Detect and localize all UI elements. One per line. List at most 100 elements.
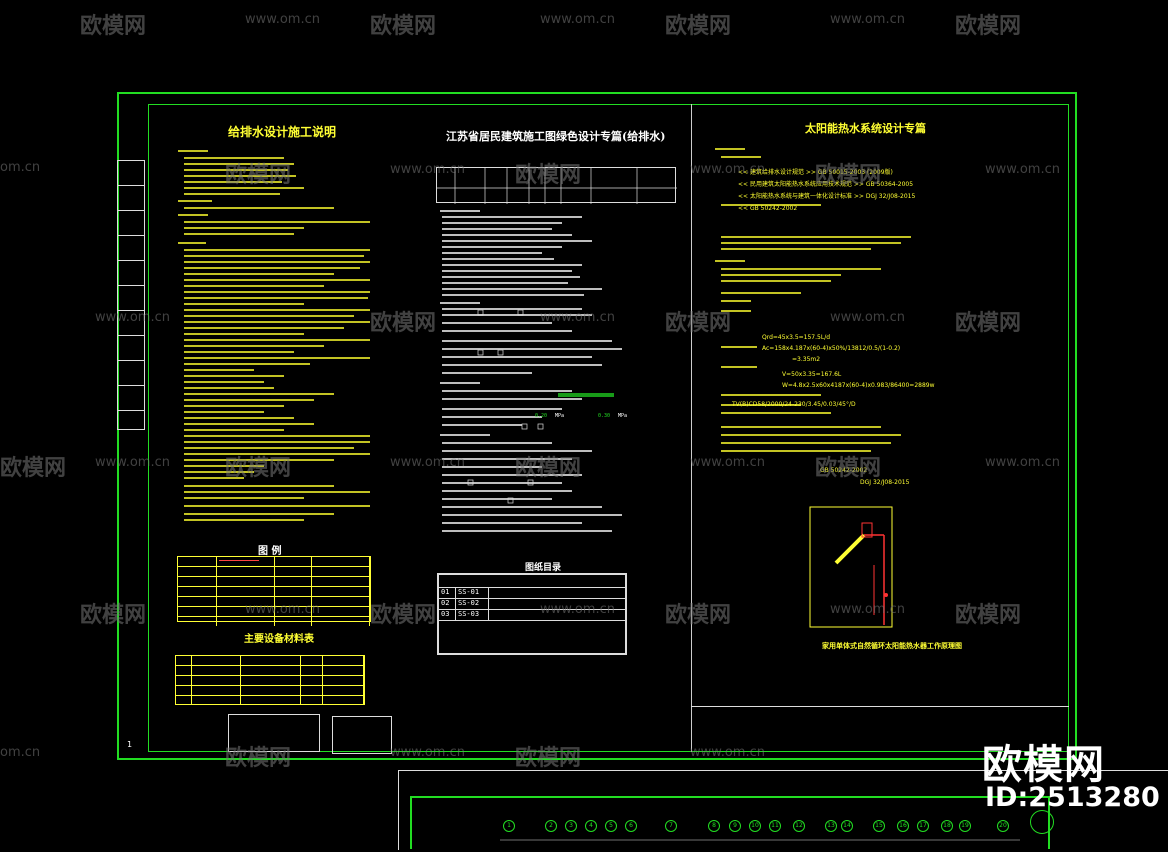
middle-sheet-body-text bbox=[438, 210, 678, 565]
schematic-caption: 家用单体式自然循环太阳能热水器工作原理图 bbox=[822, 642, 962, 650]
watermark-logo: 欧模网 bbox=[515, 456, 582, 481]
index-row: 02 SS-02 bbox=[439, 599, 625, 610]
watermark-url: www.om.cn bbox=[390, 162, 465, 177]
legend-title: 图 例 bbox=[258, 546, 282, 557]
formula-qrd: Qrd=45x3.5=157.5L/d bbox=[762, 334, 831, 341]
left-body-text-lines bbox=[178, 150, 370, 521]
watermark-logo: 欧模网 bbox=[225, 456, 292, 481]
brand-logo: 欧模网 bbox=[982, 742, 1105, 788]
left-page-number: 1 bbox=[127, 740, 133, 749]
axis-label: 9 bbox=[729, 820, 741, 832]
watermark-url: www.om.cn bbox=[690, 455, 765, 470]
left-sheet-title: 给排水设计施工说明 bbox=[228, 125, 337, 139]
north-arrow-icon bbox=[1030, 810, 1054, 834]
watermark-logo: 欧模网 bbox=[955, 603, 1022, 628]
index-row: 03 SS-03 bbox=[439, 610, 625, 621]
solar-heater-schematic bbox=[809, 506, 893, 628]
index-row-no: 01 bbox=[439, 588, 456, 598]
axis-label: 12 bbox=[793, 820, 805, 832]
axis-grid-lines bbox=[500, 839, 1020, 841]
axis-label: 19 bbox=[959, 820, 971, 832]
drawing-index-table: 01 SS-01 02 SS-02 03 SS-03 bbox=[437, 573, 627, 655]
index-row-no: 03 bbox=[439, 610, 456, 620]
watermark-url: www.om.cn bbox=[95, 310, 170, 325]
watermark-url: www.om.cn bbox=[985, 455, 1060, 470]
right-sheet-body-text bbox=[713, 148, 963, 488]
standard-bottom-1: GB 50242-2002 bbox=[820, 467, 868, 474]
axis-label: 11 bbox=[769, 820, 781, 832]
axis-label: 18 bbox=[941, 820, 953, 832]
drawing-index-title: 图纸目录 bbox=[525, 563, 562, 573]
equipment-table bbox=[175, 655, 365, 705]
watermark-logo-partial: 欧模网 bbox=[0, 456, 67, 481]
watermark-url: www.om.cn bbox=[245, 602, 320, 617]
watermark-url: www.om.cn bbox=[690, 162, 765, 177]
watermark-url: www.om.cn bbox=[830, 602, 905, 617]
axis-label: 20 bbox=[997, 820, 1009, 832]
watermark-url: www.om.cn bbox=[540, 310, 615, 325]
axis-label: 14 bbox=[841, 820, 853, 832]
watermark-logo: 欧模网 bbox=[515, 746, 582, 771]
watermark-url: www.om.cn bbox=[540, 12, 615, 27]
right-sheet-title: 太阳能热水系统设计专篇 bbox=[805, 122, 926, 135]
axis-label: 1 bbox=[503, 820, 515, 832]
summary-table-grid bbox=[437, 168, 677, 204]
axis-label: 4 bbox=[585, 820, 597, 832]
axis-label: 15 bbox=[873, 820, 885, 832]
green-design-summary-table bbox=[436, 167, 677, 204]
standards-list: << 建筑给排水设计规范 >> GB 50015-2003 (2009版) <<… bbox=[738, 167, 915, 215]
formula-power: W=4.8x2.5x60x4187x(60-4)x0.983/86400=288… bbox=[782, 382, 935, 389]
formula-ac: Ac=158x4.187x(60-4)x50%/13812/0.5/(1-0.2… bbox=[762, 345, 901, 352]
watermark-url: www.om.cn bbox=[95, 455, 170, 470]
watermark-logo: 欧模网 bbox=[370, 311, 437, 336]
axis-row bbox=[500, 818, 1020, 852]
middle-body-text-lines bbox=[440, 210, 622, 532]
watermark-url: www.om.cn bbox=[830, 12, 905, 27]
watermark-logo: 欧模网 bbox=[225, 163, 292, 188]
calculation-formulas: Qrd=45x3.5=157.5L/d Ac=158x4.187x(60-4)x… bbox=[732, 332, 935, 410]
watermark-url-partial: om.cn bbox=[0, 160, 41, 175]
left-stamp-box-1 bbox=[228, 714, 320, 752]
sheet-divider bbox=[691, 104, 692, 752]
standard-bottom-2: DGJ 32/J08-2015 bbox=[860, 479, 910, 486]
index-row-code: SS-03 bbox=[456, 610, 489, 620]
drawing-frame-inner bbox=[148, 104, 1069, 752]
pressure-unit-2: MPa bbox=[618, 413, 628, 419]
watermark-logo: 欧模网 bbox=[665, 603, 732, 628]
left-binding-strip bbox=[117, 160, 145, 430]
watermark-url: www.om.cn bbox=[540, 602, 615, 617]
axis-label: 7 bbox=[665, 820, 677, 832]
watermark-logo: 欧模网 bbox=[370, 603, 437, 628]
watermark-url: www.om.cn bbox=[830, 310, 905, 325]
watermark-logo: 欧模网 bbox=[955, 14, 1022, 39]
pressure-unit-1: MPa bbox=[555, 413, 565, 419]
equipment-table-title: 主要设备材料表 bbox=[244, 634, 314, 645]
left-stamp-box-2 bbox=[332, 716, 392, 754]
formula-volume: V=50x3.35=167.6L bbox=[782, 371, 842, 378]
watermark-url: www.om.cn bbox=[390, 745, 465, 760]
watermark-logo: 欧模网 bbox=[515, 163, 582, 188]
watermark-logo: 欧模网 bbox=[370, 14, 437, 39]
title-block-top-line bbox=[691, 706, 1069, 707]
axis-label: 2 bbox=[545, 820, 557, 832]
legend-table bbox=[177, 556, 371, 626]
axis-label: 17 bbox=[917, 820, 929, 832]
watermark-logo: 欧模网 bbox=[80, 603, 147, 628]
watermark-logo: 欧模网 bbox=[665, 311, 732, 336]
right-body-text-lines bbox=[715, 148, 911, 452]
left-sheet-body-text bbox=[176, 148, 372, 543]
watermark-url: www.om.cn bbox=[690, 745, 765, 760]
axis-label: 5 bbox=[605, 820, 617, 832]
lower-drawing-frame bbox=[398, 770, 1168, 850]
index-row-code: SS-02 bbox=[456, 599, 489, 609]
watermark-url-partial: om.cn bbox=[0, 745, 41, 760]
drawing-frame-outer bbox=[117, 92, 1077, 760]
watermark-url: www.om.cn bbox=[390, 455, 465, 470]
axis-label: 3 bbox=[565, 820, 577, 832]
index-row-code: SS-01 bbox=[456, 588, 489, 598]
watermark-url: www.om.cn bbox=[985, 162, 1060, 177]
axis-label: 13 bbox=[825, 820, 837, 832]
formula-ac-result: =3.35m2 bbox=[792, 356, 821, 363]
index-row-no: 02 bbox=[439, 599, 456, 609]
watermark-logo: 欧模网 bbox=[80, 14, 147, 39]
